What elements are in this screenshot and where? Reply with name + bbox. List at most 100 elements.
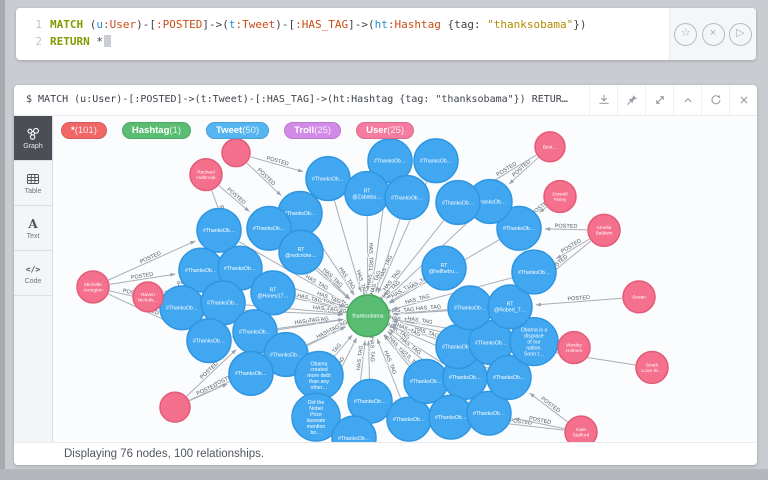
legend-pill-all[interactable]: *(101)	[61, 122, 107, 139]
code-token: MATCH	[50, 18, 90, 31]
text-tab-icon: A	[27, 217, 38, 231]
frame-query-text[interactable]: $ MATCH (u:User)-[:POSTED]->(t:Tweet)-[:…	[26, 94, 568, 105]
code-token: ht	[374, 18, 388, 31]
svg-text:POSTED: POSTED	[256, 167, 277, 187]
frame-toolbar	[589, 85, 757, 115]
legend: *(101) Hashtag(1) Tweet(50) Troll(25) User(2…	[61, 122, 415, 139]
svg-text:HAS_TAG: HAS_TAG	[407, 316, 433, 326]
run-button[interactable]: ▷	[728, 22, 752, 46]
graph-node-tweet[interactable]: #ThanksOb…	[228, 350, 274, 397]
result-frame: $ MATCH (u:User)-[:POSTED]->(t:Tweet)-[:…	[14, 85, 757, 465]
download-icon	[598, 94, 609, 104]
legend-pill-user[interactable]: User(25)	[356, 122, 415, 139]
code-token: t	[228, 18, 236, 31]
close-icon: ×	[709, 26, 717, 39]
code-tab-icon: </>	[26, 265, 40, 274]
svg-text:HAS_TAG: HAS_TAG	[304, 274, 329, 292]
line-number: 1	[35, 18, 42, 31]
legend-pill-hashtag[interactable]: Hashtag(1)	[121, 122, 191, 139]
download-button[interactable]	[589, 85, 617, 115]
pin-button[interactable]	[617, 85, 645, 115]
svg-text:HAS_TAG: HAS_TAG	[296, 293, 322, 305]
tab-graph[interactable]: Graph	[14, 116, 52, 161]
play-icon: ▷	[736, 26, 745, 39]
table-tab-icon	[27, 173, 39, 184]
graph-node-tweet[interactable]: #ThanksOb…	[447, 285, 493, 331]
graph-node-tweet[interactable]: #ThanksOb…	[511, 249, 557, 295]
code-token: :User	[103, 18, 137, 31]
favorite-button[interactable]: ☆	[674, 22, 698, 46]
frame-header: $ MATCH (u:User)-[:POSTED]->(t:Tweet)-[:…	[14, 85, 757, 116]
graph-node-tweet[interactable]: #ThanksOb…	[196, 207, 242, 253]
graph-tab-icon	[27, 127, 39, 140]
graph-node-troll[interactable]: Susan	[622, 280, 656, 314]
svg-text:POSTED: POSTED	[560, 238, 582, 255]
graph-node-tweet[interactable]: #ThanksOb…	[428, 394, 474, 440]
graph-node-tweet[interactable]: RT@Zabatsu…	[344, 170, 390, 217]
svg-text:HAS_TAG: HAS_TAG	[337, 266, 356, 290]
svg-text:HAS_TAG: HAS_TAG	[386, 322, 410, 341]
clear-button[interactable]: ×	[701, 22, 725, 46]
graph-node-tweet[interactable]: RT@hellhetru…	[421, 245, 467, 291]
code-token: :POSTED	[156, 18, 203, 31]
editor-actions: ☆ × ▷	[669, 8, 756, 60]
svg-text:HAS_TAG: HAS_TAG	[367, 243, 373, 268]
svg-text:POSTED: POSTED	[199, 361, 220, 381]
tab-code[interactable]: </> Code	[14, 251, 52, 296]
svg-text:POSTED: POSTED	[496, 161, 518, 178]
window-left-edge	[0, 0, 5, 480]
graph-node-tweet[interactable]: #ThanksOb…	[384, 174, 430, 221]
graph-node-hashtag[interactable]: thanksobama	[346, 294, 390, 338]
svg-text:HAS_TAG: HAS_TAG	[321, 267, 343, 289]
star-icon: ☆	[680, 26, 691, 39]
svg-text:HAS_TAG: HAS_TAG	[382, 269, 402, 292]
graph-node-tweet[interactable]: #ThanksOb…	[305, 156, 351, 202]
graph-node-troll[interactable]	[221, 138, 251, 168]
tab-table[interactable]: Table	[14, 161, 52, 206]
svg-text:POSTED: POSTED	[225, 187, 246, 206]
code-token: })	[573, 18, 587, 31]
svg-text:POSTED: POSTED	[266, 156, 289, 168]
graph-node-troll[interactable]: Best…	[534, 131, 566, 163]
tab-label: Graph	[23, 142, 43, 150]
close-button[interactable]	[729, 85, 757, 115]
graph-node-tweet[interactable]: #ThanksOb…	[435, 179, 481, 226]
tab-label: Code	[24, 277, 42, 285]
expand-icon	[655, 96, 664, 104]
legend-pill-troll[interactable]: Troll(25)	[284, 122, 342, 139]
graph-node-tweet[interactable]: RT@redcricke…	[278, 229, 324, 275]
svg-text:HAS_TAG: HAS_TAG	[398, 336, 421, 356]
graph-canvas[interactable]: *(101) Hashtag(1) Tweet(50) Troll(25) User(2…	[53, 116, 757, 442]
collapse-button[interactable]	[673, 85, 701, 115]
graph-node-tweet[interactable]: RT@Honey17…	[250, 270, 296, 316]
code-token: :HAS_TAG	[295, 18, 349, 31]
refresh-button[interactable]	[701, 85, 729, 115]
graph-node-tweet[interactable]: #ThanksOb…	[186, 318, 232, 364]
frame-footer: Displaying 76 nodes, 100 relationships.	[14, 442, 757, 465]
graph-node-tweet[interactable]: #ThanksOb…	[413, 138, 459, 184]
svg-text:POSTED: POSTED	[139, 251, 162, 266]
code-token: u	[96, 18, 103, 31]
line-number: 2	[35, 35, 42, 48]
graph-node-troll[interactable]	[159, 391, 191, 423]
code-token: "thanksobama"	[487, 18, 574, 31]
expand-button[interactable]	[645, 85, 673, 115]
svg-text:HAS_TAG: HAS_TAG	[316, 324, 341, 340]
legend-pill-tweet[interactable]: Tweet(50)	[206, 122, 270, 139]
